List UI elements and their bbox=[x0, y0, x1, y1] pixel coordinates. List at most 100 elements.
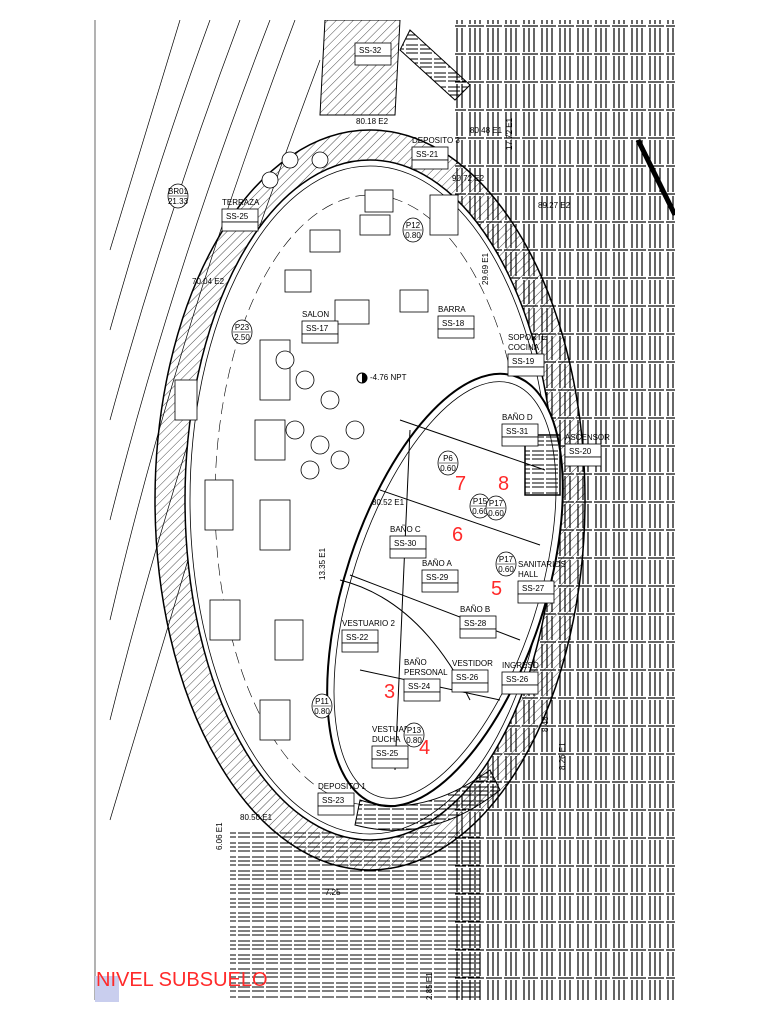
room-banoc: BAÑO CSS-30 bbox=[389, 525, 427, 559]
level-marker: -4.76 NPT bbox=[356, 372, 407, 384]
room-code: SS-26 bbox=[506, 675, 529, 684]
door-tag-label: P17 bbox=[489, 499, 504, 508]
room-code: SS-17 bbox=[306, 324, 329, 333]
title-swatch bbox=[95, 976, 119, 1002]
dimension-label: 80.52 E1 bbox=[372, 498, 405, 507]
room-name: TERRAZA bbox=[222, 198, 260, 207]
room-code: SS-24 bbox=[408, 682, 431, 691]
room-area-box bbox=[389, 548, 427, 559]
dimension-label: 17.72 E1 bbox=[505, 117, 514, 150]
room-name: ASCENSOR bbox=[565, 433, 610, 442]
room-name: COCINA bbox=[508, 343, 540, 352]
room-area-box bbox=[341, 642, 379, 653]
heavy-line bbox=[635, 138, 675, 217]
room-code: SS-21 bbox=[416, 150, 439, 159]
room-code: SS-26 bbox=[456, 673, 479, 682]
door-tag-size: 0.60 bbox=[440, 464, 456, 473]
room-area-box bbox=[403, 691, 441, 702]
door-tag-size: 0.60 bbox=[498, 565, 514, 574]
dimension-label: 80.48 E1 bbox=[470, 126, 503, 135]
room-code: SS-23 bbox=[322, 796, 345, 805]
room-name: DEPOSITO 3 bbox=[412, 136, 460, 145]
door-tag-size: 0.80 bbox=[405, 231, 421, 240]
room-code: SS-30 bbox=[394, 539, 417, 548]
room-name: VESTUARIO 2 bbox=[342, 619, 395, 628]
dimension-label: 8.48 bbox=[541, 716, 550, 732]
room-vestidor: VESTIDOR SS-26 bbox=[451, 659, 493, 693]
room-area-box bbox=[354, 55, 392, 66]
room-area-box bbox=[501, 684, 539, 695]
dimension-label: 89.27 E2 bbox=[538, 201, 571, 210]
room-banoa: BAÑO ASS-29 bbox=[421, 559, 459, 593]
dimension-label: 29.69 E1 bbox=[481, 252, 490, 285]
room-code: SS-19 bbox=[512, 357, 535, 366]
room-name: BAÑO bbox=[404, 658, 427, 667]
door-tags: P120.80P232.50P60.60P150.60P170.60P170.6… bbox=[167, 183, 517, 748]
room-deposito1: DEPOSITO 1SS-23 bbox=[317, 782, 366, 816]
room-deposito3: DEPOSITO 3 SS-21 bbox=[411, 136, 460, 170]
marker-5: 5 bbox=[491, 578, 502, 600]
room-name: BAÑO B bbox=[460, 605, 490, 614]
room-area-box bbox=[459, 628, 497, 639]
room-area-box bbox=[371, 758, 409, 769]
marker-8: 8 bbox=[498, 473, 509, 495]
room-name: INGRESO bbox=[502, 661, 539, 670]
room-banob: BAÑO B SS-28 bbox=[459, 605, 497, 639]
marker-3: 3 bbox=[384, 681, 395, 703]
room-banod: BAÑO DSS-31 bbox=[501, 413, 539, 447]
room-code: SS-29 bbox=[426, 573, 449, 582]
plan-title: NIVEL SUBSUELO bbox=[96, 969, 268, 991]
door-tag-size: 0.80 bbox=[314, 707, 330, 716]
room-name: BARRA bbox=[438, 305, 466, 314]
room-code: SS-20 bbox=[569, 447, 592, 456]
dimension-label: 2.85 E1 bbox=[425, 972, 434, 1000]
dimension-label: 6.06 E1 bbox=[215, 822, 224, 850]
door-tag-size: 0.80 bbox=[406, 736, 422, 745]
room-name: HALL bbox=[518, 570, 539, 579]
room-name: VESTIDOR bbox=[452, 659, 493, 668]
bottom-stair bbox=[354, 769, 501, 831]
room-code: SS-28 bbox=[464, 619, 487, 628]
door-tag-label: P13 bbox=[407, 726, 422, 735]
door-tag-size: 21.33 bbox=[168, 197, 189, 206]
door-tag-size: 0.60 bbox=[488, 509, 504, 518]
room-area-box bbox=[501, 436, 539, 447]
door-tag-label: P12 bbox=[406, 221, 421, 230]
marker-4: 4 bbox=[419, 737, 430, 759]
room-vestuario2: VESTUARIO 2SS-22 bbox=[341, 619, 395, 653]
room-area-box bbox=[517, 593, 555, 604]
room-area-box bbox=[301, 333, 339, 344]
door-tag-size: 2.50 bbox=[234, 333, 250, 342]
furniture bbox=[174, 151, 459, 741]
door-tag-label: P11 bbox=[315, 697, 329, 706]
room-area-box bbox=[437, 328, 475, 339]
room-ascensor: ASCENSOR SS-20 bbox=[564, 433, 610, 467]
room-barra: BARRA SS-18 bbox=[437, 305, 475, 339]
room-code: SS-31 bbox=[506, 427, 529, 436]
dimension-label: 13.35 E1 bbox=[318, 547, 327, 580]
dimension-label: 7.25 bbox=[325, 888, 341, 897]
room-code: SS-18 bbox=[442, 319, 465, 328]
room-name: SANITARIOS bbox=[518, 560, 566, 569]
room-code: SS-27 bbox=[522, 584, 545, 593]
room-name: VESTUARIO bbox=[372, 725, 418, 734]
room-name: PERSONAL bbox=[404, 668, 448, 677]
dimension-label: 70.04 E2 bbox=[192, 277, 225, 286]
door-tag-P6: P60.60 bbox=[437, 450, 459, 476]
stair-top bbox=[399, 29, 471, 101]
door-tag-label: P23 bbox=[235, 323, 250, 332]
room-area-box bbox=[317, 805, 355, 816]
door-tag-label: P15 bbox=[473, 497, 488, 506]
room-code: SS-25 bbox=[226, 212, 249, 221]
top-ramp bbox=[319, 20, 401, 116]
room-code: SS-32 bbox=[359, 46, 382, 55]
